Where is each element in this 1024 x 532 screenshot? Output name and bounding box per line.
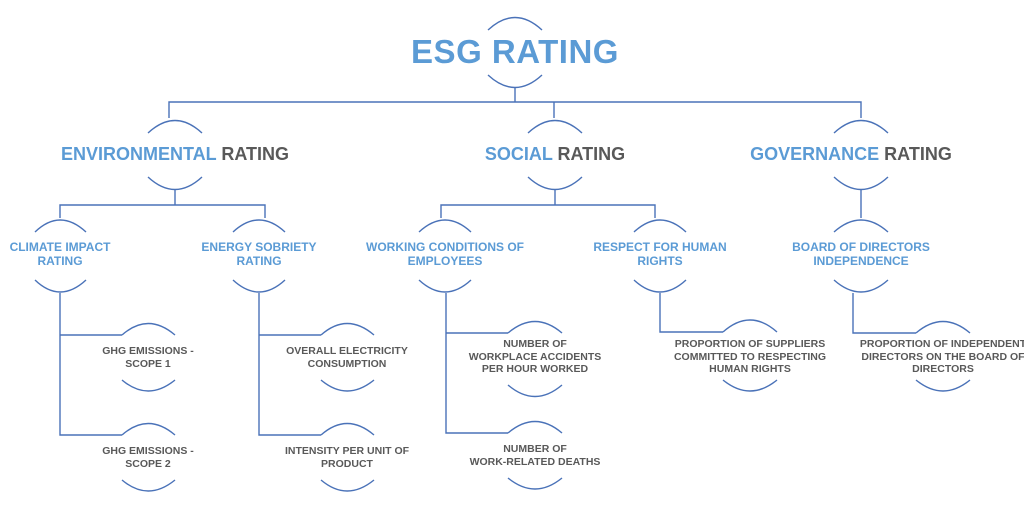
indicator-line: PROPORTION OF SUPPLIERS <box>674 338 826 350</box>
sub-rating-label-line1: CLIMATE IMPACT <box>9 240 111 254</box>
indicator-line: PROPORTION OF INDEPENDENT <box>859 338 1024 350</box>
indicator-line: WORK-RELATED DEATHS <box>469 455 601 468</box>
indicator-line: OVERALL ELECTRICITY <box>286 345 408 357</box>
indicator-line: PRODUCT <box>321 457 373 470</box>
indicator-line: WORKPLACE ACCIDENTS <box>468 350 602 363</box>
indicator-line: CONSUMPTION <box>307 357 387 370</box>
indicator-line: DIRECTORS <box>912 363 974 376</box>
sub-rating-label-line1: RESPECT FOR HUMAN <box>593 240 727 254</box>
indicator-line: SCOPE 1 <box>125 357 171 370</box>
sub-rating-label-line2: RATING <box>236 254 282 269</box>
indicator-ghg-scope-2: GHG EMISSIONS - SCOPE 2 <box>78 445 218 470</box>
indicator-work-related-deaths: NUMBER OF WORK-RELATED DEATHS <box>455 443 615 468</box>
sub-rating-label-line2: INDEPENDENCE <box>813 254 909 269</box>
pillar-governance: GOVERNANCE RATING <box>726 144 976 166</box>
root-bottom-arc <box>487 74 543 89</box>
sub-rating-climate-impact: CLIMATE IMPACT RATING <box>0 240 140 269</box>
indicator-line: NUMBER OF <box>503 338 567 350</box>
indicator-line: NUMBER OF <box>503 443 567 455</box>
indicator-independent-directors: PROPORTION OF INDEPENDENT DIRECTORS ON T… <box>848 338 1024 376</box>
sub-rating-label-line1: ENERGY SOBRIETY <box>201 240 317 254</box>
sub-rating-label-line1: BOARD OF DIRECTORS <box>792 240 930 254</box>
pillar-social-name: SOCIAL <box>484 144 553 164</box>
indicator-line: COMMITTED TO RESPECTING <box>673 350 827 363</box>
pillar-social: SOCIAL RATING <box>455 144 655 166</box>
indicator-line: GHG EMISSIONS - <box>102 345 194 357</box>
sub-rating-working-conditions: WORKING CONDITIONS OF EMPLOYEES <box>355 240 535 269</box>
sub-rating-label-line1: WORKING CONDITIONS OF <box>366 240 524 254</box>
pillar-environmental: ENVIRONMENTAL RATING <box>25 144 325 166</box>
sub-rating-label-line2: EMPLOYEES <box>407 254 483 269</box>
indicator-line: PER HOUR WORKED <box>481 363 589 376</box>
sub-rating-energy-sobriety: ENERGY SOBRIETY RATING <box>179 240 339 269</box>
indicator-intensity-per-unit: INTENSITY PER UNIT OF PRODUCT <box>272 445 422 470</box>
pillar-governance-name: GOVERNANCE <box>750 144 880 164</box>
pillar-social-suffix: RATING <box>557 144 626 164</box>
root-node-title: ESG RATING <box>411 33 619 70</box>
indicator-overall-electricity: OVERALL ELECTRICITY CONSUMPTION <box>272 345 422 370</box>
pillar-environmental-name: ENVIRONMENTAL <box>60 144 217 164</box>
indicator-line: INTENSITY PER UNIT OF <box>284 445 410 457</box>
indicator-line: HUMAN RIGHTS <box>709 363 791 376</box>
indicator-line: DIRECTORS ON THE BOARD OF <box>861 350 1024 363</box>
sub-rating-label-line2: RATING <box>37 254 83 269</box>
sub-rating-board-independence: BOARD OF DIRECTORS INDEPENDENCE <box>771 240 951 269</box>
pillar-environmental-suffix: RATING <box>221 144 290 164</box>
indicator-suppliers-human-rights: PROPORTION OF SUPPLIERS COMMITTED TO RES… <box>660 338 840 376</box>
indicator-line: GHG EMISSIONS - <box>102 445 194 457</box>
indicator-line: SCOPE 2 <box>125 457 171 470</box>
indicator-workplace-accidents: NUMBER OF WORKPLACE ACCIDENTS PER HOUR W… <box>460 338 610 376</box>
root-top-arc <box>487 16 543 31</box>
sub-rating-label-line2: RIGHTS <box>637 254 683 269</box>
sub-rating-human-rights: RESPECT FOR HUMAN RIGHTS <box>570 240 750 269</box>
pillar-governance-suffix: RATING <box>884 144 952 164</box>
indicator-ghg-scope-1: GHG EMISSIONS - SCOPE 1 <box>78 345 218 370</box>
